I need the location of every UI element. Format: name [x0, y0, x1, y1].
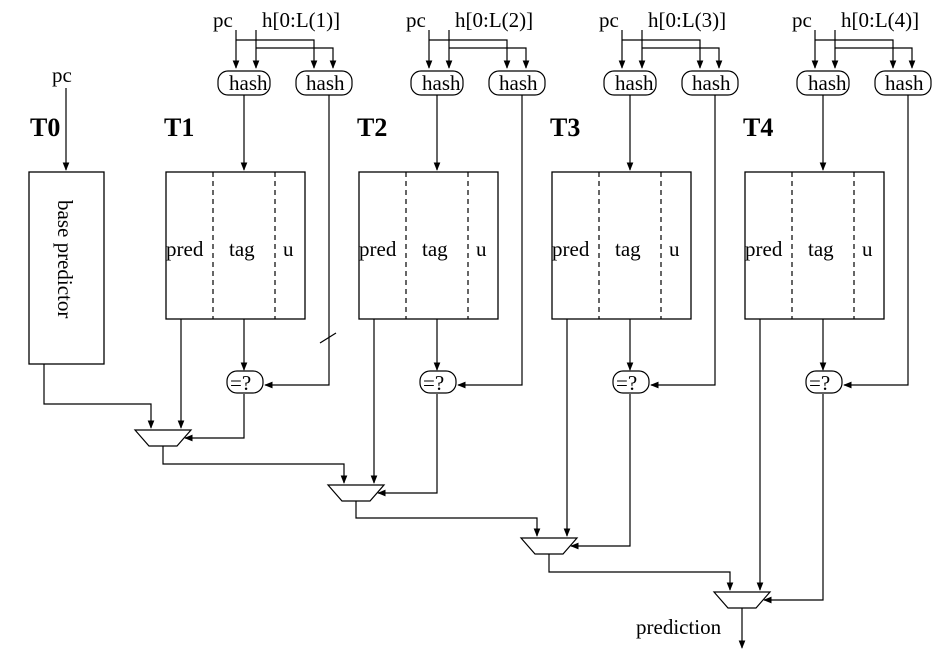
comparator-label: =?: [423, 371, 444, 395]
comparator-pill: [419, 370, 457, 394]
hash-index-label: hash: [808, 71, 847, 95]
table-wiring: [326, 30, 546, 502]
base-predictor-box: [28, 171, 105, 365]
pc-to-hash-tag: [815, 39, 897, 69]
table-box: [358, 171, 499, 320]
table-pc-label: pc: [213, 8, 233, 32]
table-history-label: h[0:L(1)]: [262, 8, 340, 32]
comparator-pill: [612, 370, 650, 394]
table-pc-label: pc: [599, 8, 619, 32]
tagged-table-t4: pc h[0:L(4)] T4 hash hash pred tag u =?: [712, 8, 932, 609]
hash-index-label: hash: [229, 71, 268, 95]
comparator-pill: [805, 370, 843, 394]
tagged-table-t1: pc h[0:L(1)] T1 hash hash pred tag u =?: [133, 8, 353, 447]
prediction-label: prediction: [636, 615, 722, 639]
base-predictor-label: base predictor: [53, 200, 77, 318]
field-pred-label: pred: [359, 237, 397, 261]
table-history-label: h[0:L(4)]: [841, 8, 919, 32]
tagged-table-t3: pc h[0:L(3)] T3 hash hash pred tag u =?: [519, 8, 739, 555]
field-pred-label: pred: [166, 237, 204, 261]
comparator-label: =?: [616, 371, 637, 395]
hit-to-mux-select: [763, 394, 824, 604]
hashed-tag-to-compare: [457, 95, 523, 389]
hit-to-mux-select: [377, 394, 438, 497]
table-wiring: [712, 30, 932, 609]
table-name-t0: T0: [30, 113, 60, 142]
mux-shape: [712, 591, 772, 609]
hashed-tag-to-compare: [264, 95, 330, 389]
hit-to-mux-select: [570, 394, 631, 550]
table-name-t2: T2: [357, 113, 387, 142]
comparator-pill: [226, 370, 264, 394]
hash-tag-label: hash: [885, 71, 924, 95]
field-tag-label: tag: [615, 237, 641, 261]
mux-chain-arrow: [355, 501, 541, 537]
mux-shape: [133, 429, 193, 447]
comparator-label: =?: [230, 371, 251, 395]
field-u-label: u: [669, 237, 680, 261]
hash-index-label: hash: [422, 71, 461, 95]
hashed-tag-to-compare: [650, 95, 716, 389]
pc-to-hash-tag: [429, 39, 511, 69]
hash-tag-pill: [874, 70, 932, 96]
hist-to-hash-tag: [835, 47, 916, 69]
mux-chain-arrow: [162, 446, 348, 484]
field-tag-label: tag: [422, 237, 448, 261]
hashed-tag-to-compare: [843, 95, 909, 389]
mux-shape: [326, 484, 386, 502]
hash-tag-pill: [681, 70, 739, 96]
hit-to-mux-select: [184, 394, 245, 442]
table-name-t3: T3: [550, 113, 580, 142]
field-u-label: u: [283, 237, 294, 261]
mux-shape: [519, 537, 579, 555]
hash-tag-label: hash: [499, 71, 538, 95]
table-wiring: [133, 30, 353, 447]
tagged-table-t2: pc h[0:L(2)] T2 hash hash pred tag u =?: [326, 8, 546, 502]
hist-to-hash-tag: [449, 47, 530, 69]
hash-tag-label: hash: [692, 71, 731, 95]
pc-to-hash-tag: [236, 39, 318, 69]
hash-tag-pill: [488, 70, 546, 96]
field-u-label: u: [862, 237, 873, 261]
table-history-label: h[0:L(3)]: [648, 8, 726, 32]
field-u-label: u: [476, 237, 487, 261]
hist-to-hash-tag: [642, 47, 723, 69]
table-name-t1: T1: [164, 113, 194, 142]
hash-tag-pill: [295, 70, 353, 96]
hash-index-label: hash: [615, 71, 654, 95]
comparator-label: =?: [809, 371, 830, 395]
base-predictor-group: pc T0 base predictor: [28, 63, 105, 365]
field-tag-label: tag: [229, 237, 255, 261]
base-pc-label: pc: [52, 63, 72, 87]
table-box: [744, 171, 885, 320]
hist-to-hash-tag: [256, 47, 337, 69]
hash-tag-label: hash: [306, 71, 345, 95]
bus-width-tick: [319, 332, 337, 344]
table-box: [165, 171, 306, 320]
base-to-mux-arrow: [43, 364, 155, 429]
mux-chain-arrow: [548, 554, 734, 591]
table-history-label: h[0:L(2)]: [455, 8, 533, 32]
pc-to-hash-tag: [622, 39, 704, 69]
table-pc-label: pc: [792, 8, 812, 32]
table-box: [551, 171, 692, 320]
table-pc-label: pc: [406, 8, 426, 32]
field-pred-label: pred: [552, 237, 590, 261]
field-tag-label: tag: [808, 237, 834, 261]
table-wiring: [519, 30, 739, 555]
table-name-t4: T4: [743, 113, 773, 142]
field-pred-label: pred: [745, 237, 783, 261]
